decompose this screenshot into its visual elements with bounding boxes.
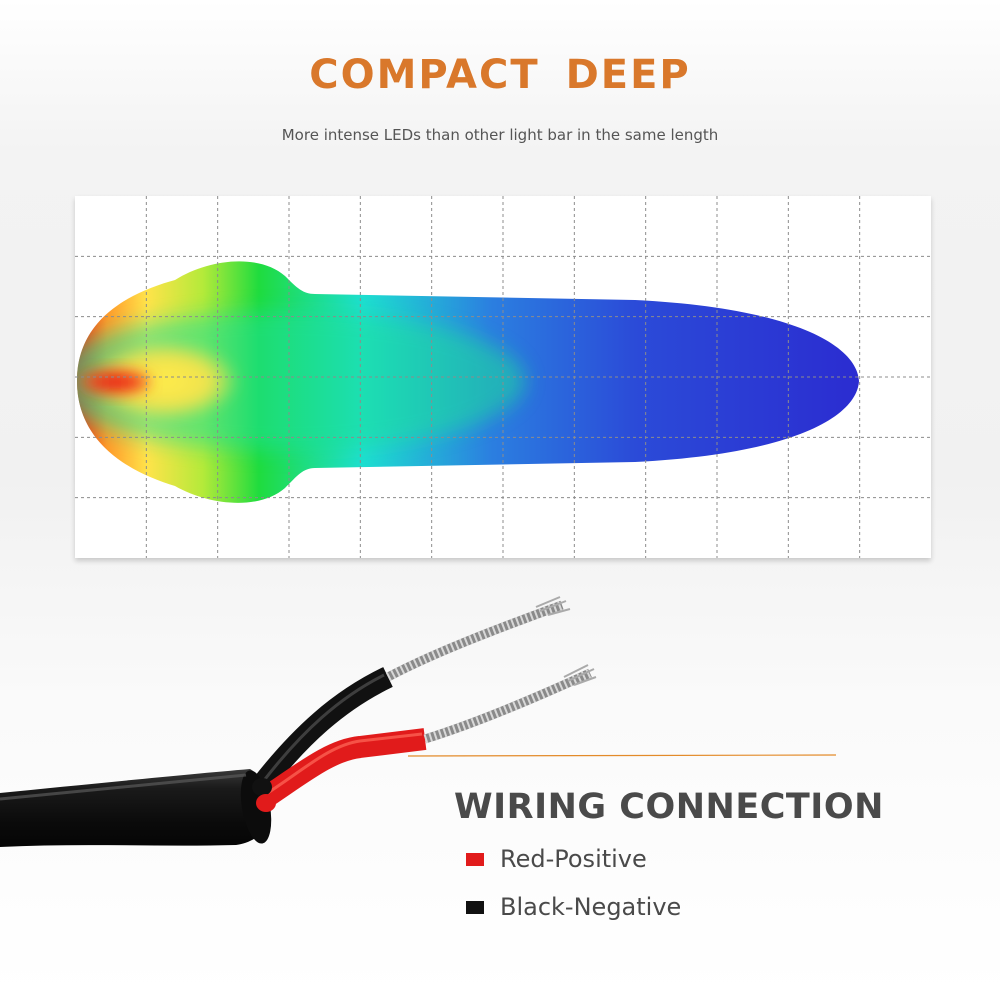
pointer-line bbox=[407, 754, 837, 757]
black-wire-strands bbox=[385, 600, 564, 681]
cable-jacket bbox=[0, 769, 271, 847]
page-title: COMPACT DEEP bbox=[309, 52, 691, 98]
red-swatch bbox=[466, 852, 484, 866]
legend-item-red-positive: Red-Positive bbox=[466, 845, 647, 873]
legend-label: Black-Negative bbox=[500, 893, 682, 921]
beam-pattern-panel bbox=[75, 196, 931, 558]
wiring-title: WIRING CONNECTION bbox=[454, 787, 884, 827]
cable-illustration bbox=[0, 596, 837, 847]
beam-shape bbox=[77, 261, 859, 503]
legend-label: Red-Positive bbox=[500, 845, 647, 873]
beam-grid bbox=[75, 196, 931, 558]
black-wire bbox=[249, 667, 393, 797]
red-wire bbox=[255, 728, 427, 810]
legend-item-black-negative: Black-Negative bbox=[466, 893, 681, 921]
black-swatch bbox=[466, 900, 484, 914]
page-subtitle: More intense LEDs than other light bar i… bbox=[281, 126, 719, 144]
beam-pattern-graphic bbox=[75, 196, 931, 558]
